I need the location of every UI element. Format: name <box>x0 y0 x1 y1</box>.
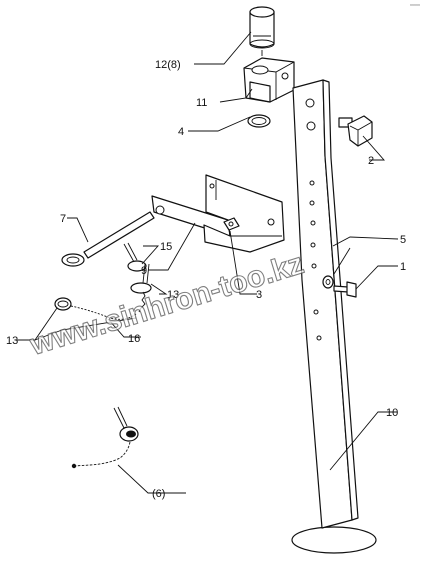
callout-16: 16 <box>128 333 140 345</box>
callout-15: 15 <box>160 241 172 253</box>
callout-5: 5 <box>400 234 406 246</box>
leader-lines <box>17 31 399 494</box>
callout-13-upper: 13 <box>167 289 179 301</box>
part-washer <box>322 275 334 289</box>
callout-9: 9 <box>141 265 147 277</box>
part-top-pin <box>249 6 275 49</box>
part-key-cord <box>71 406 139 469</box>
part-bolt-2 <box>338 115 373 147</box>
callout-3: 3 <box>256 289 262 301</box>
callout-7: 7 <box>60 213 66 225</box>
callout-labels: 12(8) 11 4 2 7 15 9 5 1 13 3 13 16 10 (6… <box>6 59 406 500</box>
callout-11: 11 <box>196 97 207 109</box>
part-fastener-3 <box>223 217 240 231</box>
callout-6: (6) <box>152 488 165 500</box>
callout-2: 2 <box>368 155 374 167</box>
callout-12-8: 12(8) <box>155 59 181 71</box>
part-lock-ring <box>247 114 271 128</box>
callout-4: 4 <box>178 126 184 138</box>
part-cross-bracket <box>151 174 285 253</box>
callout-13-lower: 13 <box>6 335 18 347</box>
callout-1: 1 <box>400 261 406 273</box>
part-spring-clip <box>123 242 147 272</box>
part-long-pin <box>61 211 155 267</box>
corner-code: xxxxx <box>410 2 420 7</box>
part-clevis-bracket <box>243 57 295 103</box>
part-screw-1 <box>333 281 357 298</box>
part-ring-upper <box>130 263 152 313</box>
part-ring-lower-chain <box>54 297 137 320</box>
callout-10: 10 <box>386 407 398 419</box>
part-main-post <box>291 79 377 554</box>
